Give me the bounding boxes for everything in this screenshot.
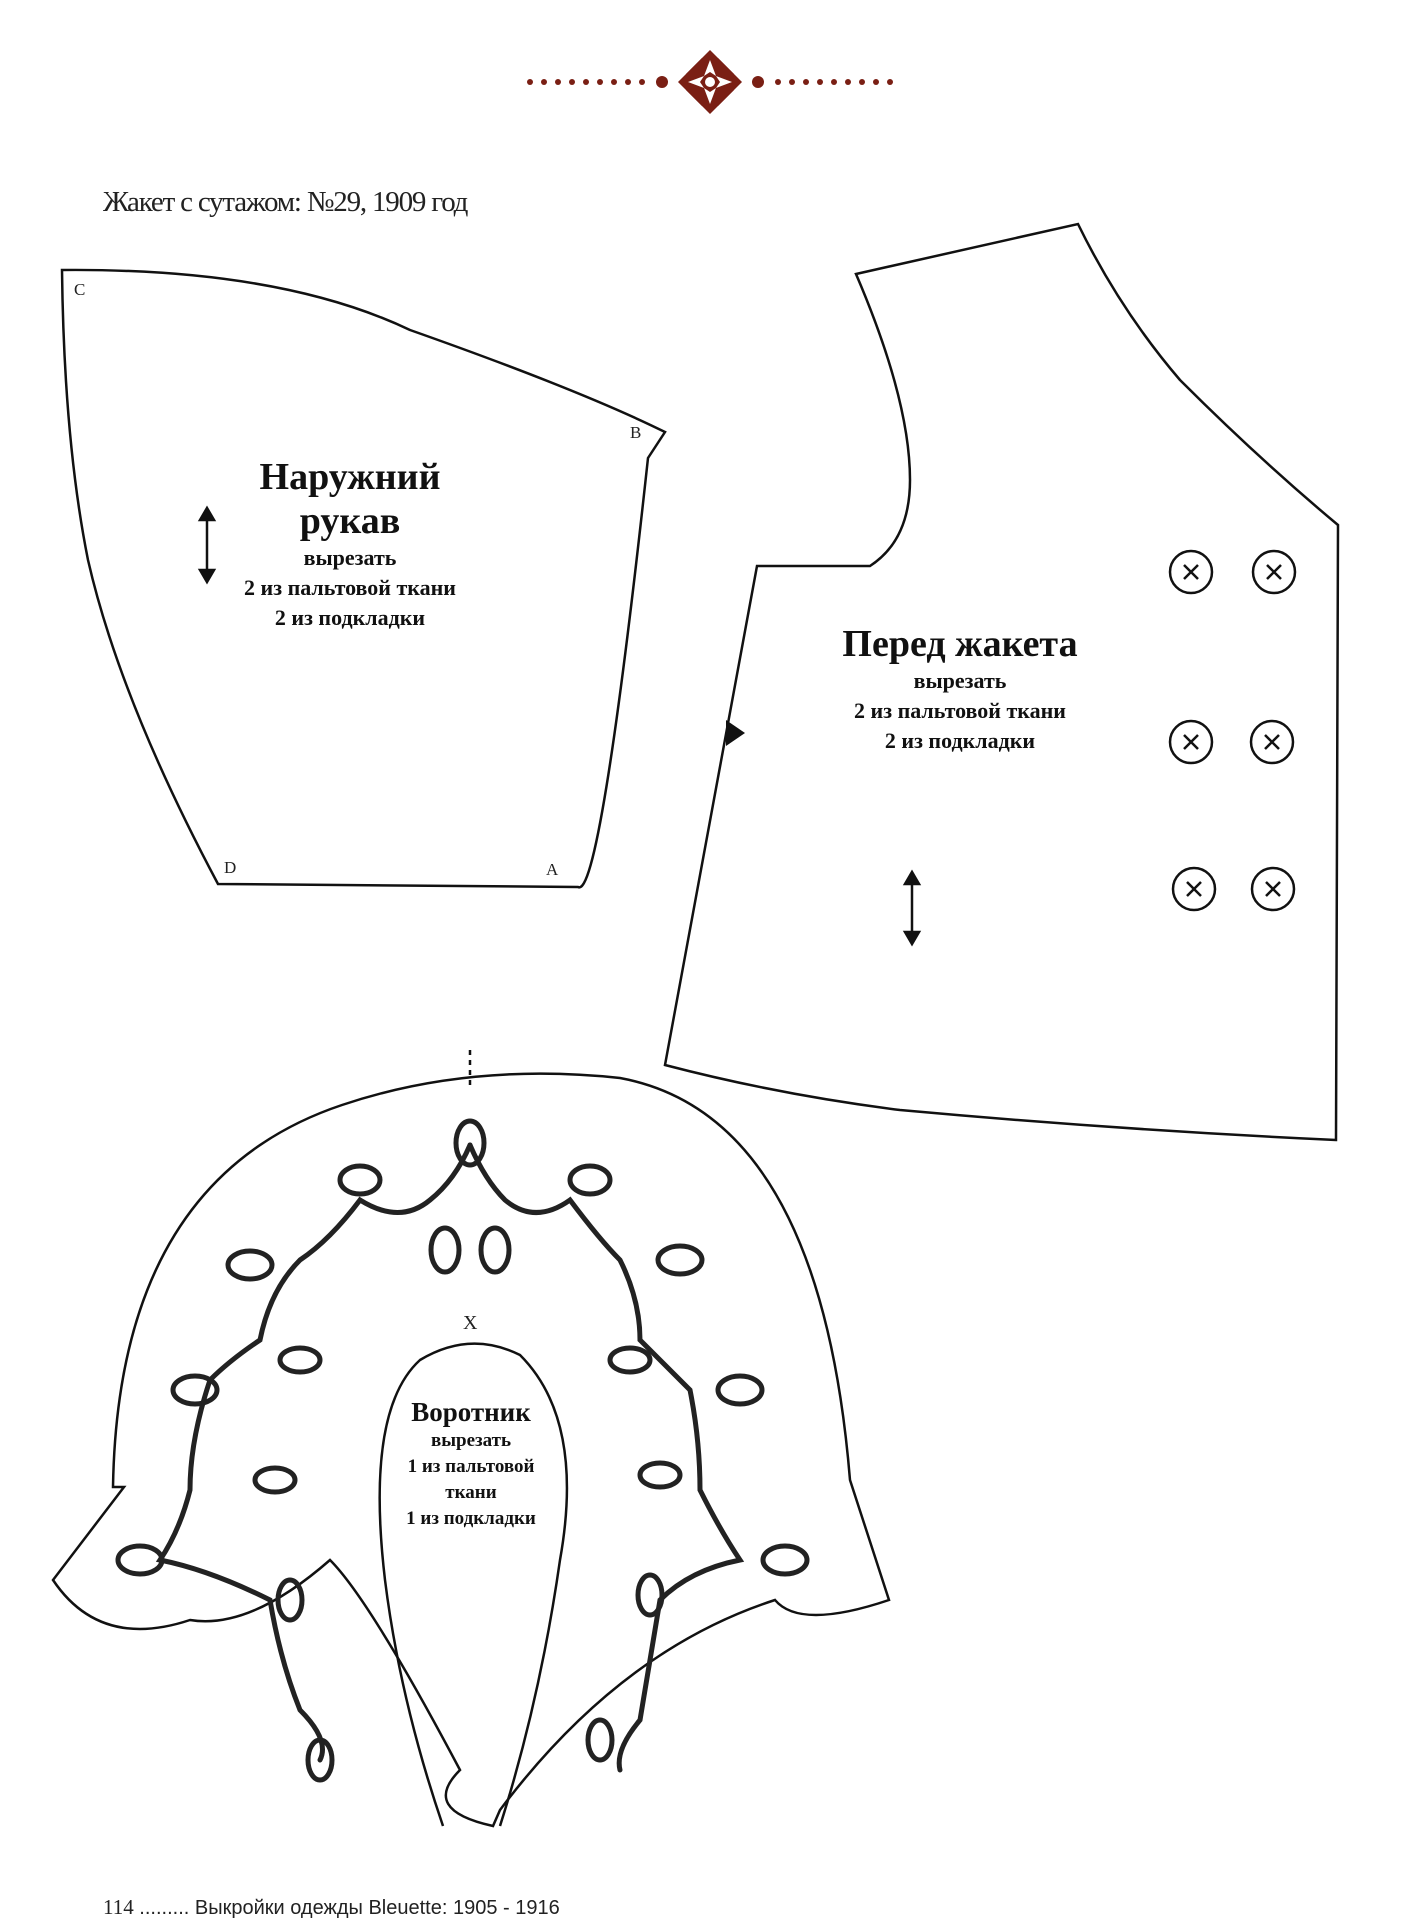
footer-dots: ......... <box>139 1897 190 1919</box>
front-outline <box>663 222 1340 1142</box>
book-title: Выкройки одежды Bleuette: 1905 - 1916 <box>194 1897 560 1919</box>
collar-label: Воротник вырезать 1 из пальтовой ткани 1… <box>376 1396 566 1532</box>
collar-line2: ткани <box>445 1482 497 1503</box>
sleeve-label: Наружний рукав вырезать 2 из пальтовой т… <box>200 455 500 633</box>
page-title: Жакет с сутажом: №29, 1909 год <box>103 186 468 218</box>
button-mark-icon <box>1168 719 1214 765</box>
notch-icon <box>726 720 745 746</box>
sleeve-line2: 2 из подкладки <box>274 605 426 630</box>
corner-label-b: B <box>630 423 642 442</box>
sleeve-cut-label: вырезать <box>303 545 397 570</box>
collar-title: Воротник <box>411 1397 531 1427</box>
collar-line1: 1 из пальтовой <box>407 1456 535 1477</box>
front-cut-label: вырезать <box>913 668 1007 693</box>
grainline-arrow-icon <box>197 505 217 585</box>
ornament-divider <box>527 50 893 114</box>
corner-label-a: A <box>546 860 559 879</box>
corner-label-c: C <box>74 280 86 299</box>
corner-label-d: D <box>224 858 237 877</box>
front-line2: 2 из подкладки <box>884 728 1036 753</box>
front-title: Перед жакета <box>842 623 1078 665</box>
sleeve-title-line2: рукав <box>299 500 401 542</box>
sleeve-title-line1: Наружний <box>259 456 441 498</box>
front-line1: 2 из пальтовой ткани <box>854 698 1066 723</box>
page-number: 114 <box>103 1895 134 1919</box>
sleeve-line1: 2 из пальтовой ткани <box>244 575 456 600</box>
button-mark-icon <box>1168 549 1214 595</box>
collar-center-mark: X <box>463 1312 478 1334</box>
collar-line3: 1 из подкладки <box>406 1508 536 1529</box>
sleeve-outline <box>60 268 667 889</box>
grainline-arrow-icon <box>902 869 922 947</box>
button-mark-icon <box>1249 719 1295 765</box>
button-mark-icon <box>1250 866 1296 912</box>
front-label: Перед жакета вырезать 2 из пальтовой тка… <box>810 622 1110 756</box>
soutache-braid <box>115 1118 810 1783</box>
collar-neckline <box>378 1342 569 1827</box>
button-mark-icon <box>1171 866 1217 912</box>
collar-cut-label: вырезать <box>430 1430 512 1451</box>
button-mark-icon <box>1251 549 1297 595</box>
page-footer: 114 ......... Выкройки одежды Bleuette: … <box>103 1895 560 1920</box>
